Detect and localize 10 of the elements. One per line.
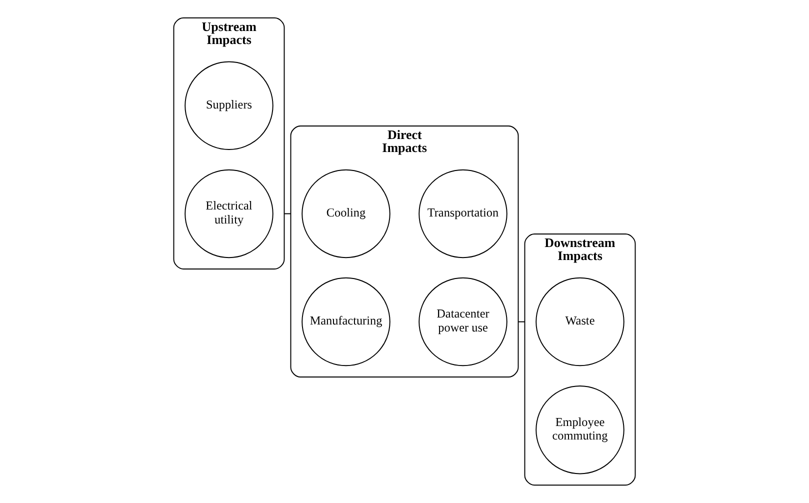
connector: [518, 321, 526, 322]
node-circle: Electrical utility: [184, 169, 274, 258]
node-circle: Manufacturing: [302, 277, 390, 366]
connector: [284, 213, 292, 214]
node-circle: Suppliers: [184, 61, 274, 150]
node-circle: Cooling: [302, 169, 390, 258]
node-circle: Employee commuting: [536, 385, 624, 474]
node-circle: Transportation: [418, 169, 508, 258]
node-circle: Datacenter power use: [418, 277, 508, 366]
node-circle: Waste: [536, 277, 624, 366]
